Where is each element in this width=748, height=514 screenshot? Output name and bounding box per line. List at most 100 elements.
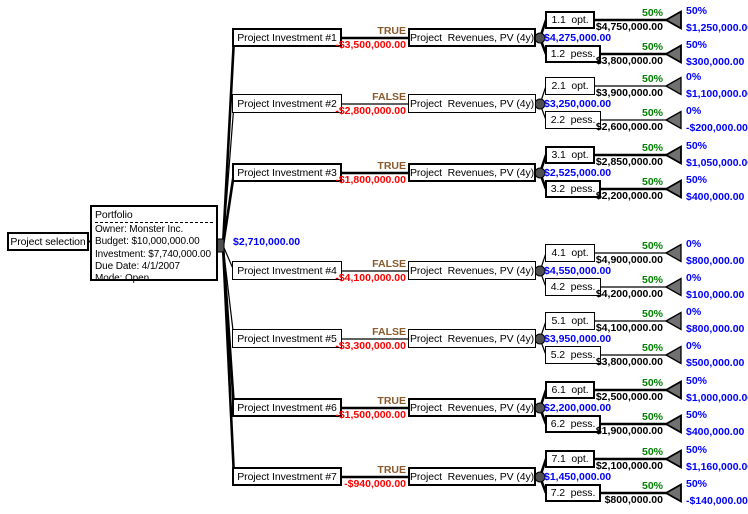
revenues-chance-box[interactable]: Project Revenues, PV (4y) xyxy=(408,163,536,182)
pessimistic-end-probability: 50% xyxy=(686,39,708,51)
optimistic-outcome-box[interactable]: 6.1 opt. xyxy=(545,381,595,399)
pessimistic-branch-value: $800,000.00 xyxy=(604,494,663,506)
revenues-chance-box[interactable]: Project Revenues, PV (4y) xyxy=(408,28,536,47)
optimistic-probability: 50% xyxy=(641,308,663,320)
revenues-chance-box[interactable]: Project Revenues, PV (4y) xyxy=(408,467,536,486)
pessimistic-probability: 50% xyxy=(641,480,663,492)
end-node-triangle[interactable] xyxy=(664,243,682,263)
optimistic-end-probability: 0% xyxy=(686,238,702,250)
portfolio-budget-line: Budget: $10,000,000.00 xyxy=(95,236,200,248)
end-node-triangle[interactable] xyxy=(664,413,682,435)
optimistic-outcome-box[interactable]: 4.1 opt. xyxy=(545,244,595,262)
optimistic-end-probability: 50% xyxy=(686,5,708,17)
pessimistic-probability: 50% xyxy=(641,107,663,119)
pessimistic-probability: 50% xyxy=(641,176,663,188)
pessimistic-end-value: $300,000.00 xyxy=(686,56,745,68)
investment-decision-label: Project Investment #5 xyxy=(237,332,337,345)
branch-cost-value: -$940,000.00 xyxy=(344,478,406,490)
investment-decision-box[interactable]: Project Investment #7 xyxy=(232,467,342,486)
pessimistic-end-probability: 0% xyxy=(686,105,702,117)
end-node-triangle[interactable] xyxy=(664,76,682,96)
optimistic-probability: 50% xyxy=(641,446,663,458)
end-node-triangle[interactable] xyxy=(664,345,682,365)
end-node-triangle[interactable] xyxy=(664,448,682,470)
end-node-triangle[interactable] xyxy=(664,144,682,166)
pessimistic-end-probability: 50% xyxy=(686,174,708,186)
pessimistic-outcome-box[interactable]: 3.2 pess. xyxy=(545,180,601,198)
end-node-triangle[interactable] xyxy=(664,178,682,200)
pessimistic-end-value: $100,000.00 xyxy=(686,289,745,301)
portfolio-info-box[interactable]: Portfolio Owner: Monster Inc. Budget: $1… xyxy=(90,205,218,284)
pessimistic-outcome-label: 5.2 pess. xyxy=(550,349,596,361)
pessimistic-probability: 50% xyxy=(641,41,663,53)
revenues-chance-box[interactable]: Project Revenues, PV (4y) xyxy=(408,329,536,348)
optimistic-outcome-label: 7.1 opt. xyxy=(551,453,589,465)
revenues-chance-label: Project Revenues, PV (4y) xyxy=(409,332,535,345)
optimistic-end-value: $1,250,000.00 xyxy=(686,22,748,34)
root-decision-box[interactable]: Project selection xyxy=(7,232,89,251)
portfolio-expected-value: $2,710,000.00 xyxy=(233,236,301,248)
revenues-expected-value: $2,525,000.00 xyxy=(544,167,612,179)
optimistic-outcome-box[interactable]: 7.1 opt. xyxy=(545,450,595,468)
end-node-triangle[interactable] xyxy=(664,110,682,130)
branch-logic-value: TRUE xyxy=(377,464,406,476)
pessimistic-outcome-box[interactable]: 4.2 pess. xyxy=(545,278,601,296)
investment-decision-label: Project Investment #4 xyxy=(237,264,337,277)
pessimistic-outcome-box[interactable]: 6.2 pess. xyxy=(545,415,601,433)
end-node-triangle[interactable] xyxy=(664,9,682,31)
optimistic-probability: 50% xyxy=(641,7,663,19)
revenues-chance-box[interactable]: Project Revenues, PV (4y) xyxy=(408,398,536,417)
pessimistic-probability: 50% xyxy=(641,342,663,354)
pessimistic-outcome-box[interactable]: 5.2 pess. xyxy=(545,346,601,364)
optimistic-branch-value: $4,100,000.00 xyxy=(595,322,663,334)
pessimistic-end-value: $400,000.00 xyxy=(686,426,745,438)
end-node-triangle[interactable] xyxy=(664,43,682,65)
pessimistic-outcome-box[interactable]: 7.2 pess. xyxy=(545,484,601,502)
pessimistic-end-value: -$200,000.00 xyxy=(686,122,748,134)
end-node-triangle[interactable] xyxy=(664,311,682,331)
end-node-triangle[interactable] xyxy=(664,482,682,504)
optimistic-probability: 50% xyxy=(641,377,663,389)
optimistic-outcome-label: 3.1 opt. xyxy=(551,149,589,161)
pessimistic-outcome-label: 4.2 pess. xyxy=(550,281,596,293)
pessimistic-end-probability: 0% xyxy=(686,272,702,284)
optimistic-outcome-box[interactable]: 3.1 opt. xyxy=(545,146,595,164)
investment-decision-box[interactable]: Project Investment #3 xyxy=(232,163,342,182)
portfolio-owner-line: Owner: Monster Inc. xyxy=(95,224,184,236)
optimistic-outcome-box[interactable]: 1.1 opt. xyxy=(545,11,595,29)
pessimistic-end-probability: 50% xyxy=(686,409,708,421)
pessimistic-outcome-box[interactable]: 1.2 pess. xyxy=(545,45,601,63)
portfolio-investment-line: Investment: $7,740,000.00 xyxy=(95,248,211,260)
optimistic-branch-value: $2,850,000.00 xyxy=(595,156,663,168)
investment-decision-label: Project Investment #1 xyxy=(237,31,337,44)
investment-decision-box[interactable]: Project Investment #1 xyxy=(232,28,342,47)
pessimistic-outcome-label: 6.2 pess. xyxy=(550,418,596,430)
investment-decision-label: Project Investment #7 xyxy=(237,470,337,483)
branch-logic-value: TRUE xyxy=(377,160,406,172)
branch-cost-value: -$1,800,000.00 xyxy=(335,174,406,186)
fan-connector-line xyxy=(222,103,235,246)
optimistic-outcome-label: 4.1 opt. xyxy=(551,247,589,259)
revenues-chance-box[interactable]: Project Revenues, PV (4y) xyxy=(408,94,536,113)
optimistic-end-probability: 50% xyxy=(686,375,708,387)
optimistic-probability: 50% xyxy=(641,73,663,85)
end-node-triangle[interactable] xyxy=(664,277,682,297)
portfolio-due-date-line: Due Date: 4/1/2007 xyxy=(95,260,180,272)
investment-decision-label: Project Investment #2 xyxy=(237,97,337,110)
branch-logic-value: FALSE xyxy=(372,258,406,270)
portfolio-title: Portfolio xyxy=(95,209,213,224)
end-node-triangle[interactable] xyxy=(664,379,682,401)
pessimistic-outcome-box[interactable]: 2.2 pess. xyxy=(545,111,601,129)
optimistic-outcome-box[interactable]: 2.1 opt. xyxy=(545,77,595,95)
optimistic-branch-value: $3,900,000.00 xyxy=(595,87,663,99)
optimistic-outcome-box[interactable]: 5.1 opt. xyxy=(545,312,595,330)
investment-decision-box[interactable]: Project Investment #5 xyxy=(232,329,342,348)
pessimistic-outcome-label: 2.2 pess. xyxy=(550,114,596,126)
pessimistic-end-value: -$140,000.00 xyxy=(686,495,748,507)
optimistic-end-probability: 0% xyxy=(686,71,702,83)
investment-decision-box[interactable]: Project Investment #6 xyxy=(232,398,342,417)
investment-decision-box[interactable]: Project Investment #2 xyxy=(232,94,342,113)
pessimistic-branch-value: $1,900,000.00 xyxy=(595,425,663,437)
revenues-chance-box[interactable]: Project Revenues, PV (4y) xyxy=(408,261,536,280)
investment-decision-box[interactable]: Project Investment #4 xyxy=(232,261,342,280)
